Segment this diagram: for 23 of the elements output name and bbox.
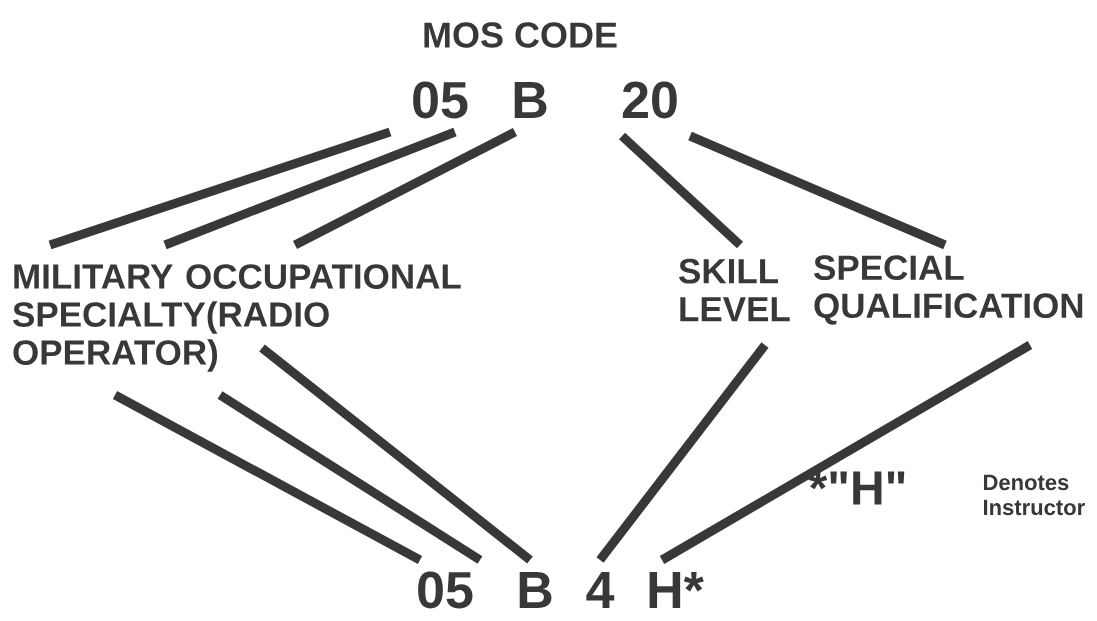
field-label: SKILL LEVEL	[679, 258, 790, 322]
code-part: B	[514, 82, 547, 118]
connector-bar	[618, 132, 744, 249]
title: MOS CODE	[424, 22, 617, 48]
field-label: SPECIAL QUALIFICATION	[814, 255, 1083, 325]
code-part: H*	[649, 572, 704, 608]
note-text: Denotes Instructor	[984, 474, 1085, 516]
code-part: B	[519, 572, 552, 608]
field-label: MILITARY OCCUPATIONAL SPECIALTY(RADIO OPERATOR)	[13, 264, 461, 372]
connector-bar	[217, 391, 483, 564]
connector-bar	[48, 127, 392, 250]
code-part: 4	[586, 572, 615, 608]
connector-bar	[688, 131, 947, 250]
connector-bar	[163, 127, 457, 250]
connector-bar	[596, 342, 769, 563]
connector-bar	[112, 391, 423, 564]
code-part: 05	[418, 571, 473, 609]
connector-bar	[659, 341, 1033, 564]
connector-bar	[259, 344, 533, 564]
code-part: 05	[413, 81, 468, 119]
connector-bar	[292, 128, 518, 249]
note-symbol: *"H"	[808, 471, 905, 505]
code-part: 20	[622, 81, 677, 119]
